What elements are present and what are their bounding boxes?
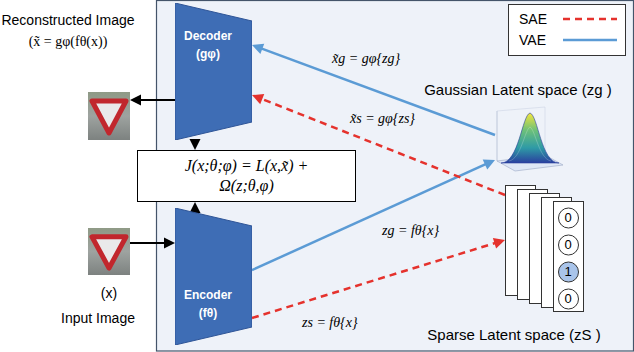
legend-line xyxy=(563,39,617,42)
shape-part xyxy=(88,92,130,140)
loss-function-box: J(x;θ;φ) = L(x,x̃) + Ω(z;θ,φ) xyxy=(137,150,356,202)
node-title: J(x;θ;φ) = L(x,x̃) + Ω(z;θ,φ) xyxy=(157,156,337,196)
connector-line xyxy=(252,243,496,318)
shape-part xyxy=(497,111,498,161)
sparse-latent-stack: Sparse Latent space (zS ) xyxy=(505,185,585,312)
shape-part xyxy=(88,228,130,275)
node-title: Encoder xyxy=(175,288,241,302)
arrowhead xyxy=(252,44,264,54)
node-subtitle: (fθ) xyxy=(175,306,241,320)
shape-part xyxy=(175,208,252,345)
shape-part xyxy=(88,92,130,140)
bit-value: 0 xyxy=(561,290,575,308)
shape-part xyxy=(559,208,579,228)
connector xyxy=(130,237,175,248)
bit-value: 1 xyxy=(561,263,575,281)
shape-part xyxy=(509,127,551,161)
shape-part xyxy=(92,101,126,133)
shape-part xyxy=(175,3,252,140)
bit-value: 0 xyxy=(561,236,575,254)
legend-line-sample xyxy=(563,14,619,24)
node-subtitle: (gφ) xyxy=(175,47,241,61)
connector xyxy=(190,139,201,150)
shape-part xyxy=(175,3,252,140)
legend-line xyxy=(563,18,617,21)
shape-part xyxy=(501,113,559,163)
arrowhead xyxy=(130,95,141,106)
decoder-block: Decoder (gφ) xyxy=(175,3,252,140)
connector xyxy=(252,238,505,318)
node-title: Reconstructed Image xyxy=(0,12,136,29)
edge-label: x̃g = gφ{zg} xyxy=(330,50,402,68)
node-title: (x) xyxy=(68,285,150,302)
shape-part xyxy=(559,262,579,282)
image-thumbnail: Reconstructed Image(x̃ = gφ(fθ(x)) xyxy=(88,92,130,140)
arrowhead xyxy=(493,238,505,249)
shape-part xyxy=(497,107,545,111)
shape-part xyxy=(505,185,585,312)
node-title: Gaussian Latent space (zg ) xyxy=(410,81,626,99)
gaussian-latent-plot: Gaussian Latent space (zg ) xyxy=(495,105,565,172)
shape-part xyxy=(175,208,252,345)
arrowhead xyxy=(190,139,201,150)
shape-part xyxy=(92,237,126,268)
node-subtitle: (x̃ = gφ(fθ(x)) xyxy=(0,34,136,51)
node-title: Sparse Latent space (zS ) xyxy=(400,326,628,344)
edge-label: x̃s = gφ{zs} xyxy=(348,110,417,128)
shape-part xyxy=(545,107,546,155)
shape-part xyxy=(554,202,584,312)
node-title: Decoder xyxy=(175,29,241,43)
arrowhead xyxy=(483,159,495,169)
bit-value: 0 xyxy=(561,209,575,227)
encoder-block: Encoder (fθ) xyxy=(175,208,252,345)
connector-line xyxy=(139,99,175,101)
node-subtitle: Input Image xyxy=(48,310,148,327)
shape-part xyxy=(559,289,579,309)
legend-line-sample xyxy=(563,35,619,45)
legend-text: SAE xyxy=(519,10,547,28)
shape-part xyxy=(495,105,565,172)
connector-line xyxy=(130,242,166,244)
image-thumbnail: (x)Input Image xyxy=(88,228,130,275)
edge-label: zg = fθ{x} xyxy=(380,222,441,240)
arrowhead xyxy=(252,94,264,104)
arrowhead xyxy=(164,237,175,248)
shape-part xyxy=(88,228,130,275)
legend-text: VAE xyxy=(519,31,546,49)
connector xyxy=(130,95,175,106)
shape-part xyxy=(559,235,579,255)
edge-label: zs = fθ{x} xyxy=(300,314,360,332)
legend-box: SAE VAE xyxy=(508,4,626,56)
